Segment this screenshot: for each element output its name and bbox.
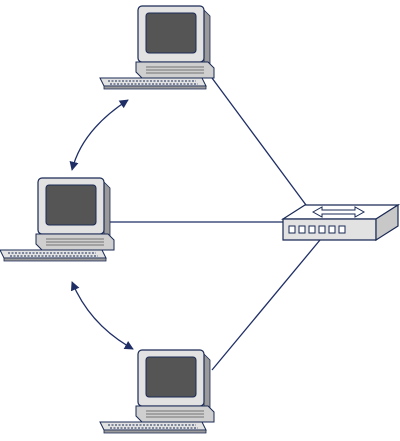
curved-arrow-top-middle xyxy=(69,99,129,171)
curved-arrow-middle-bottom xyxy=(70,281,134,350)
switch-ports xyxy=(288,225,346,234)
computer-middle-icon xyxy=(0,177,115,262)
switch-port xyxy=(298,225,306,234)
switch-port xyxy=(328,225,336,234)
switch-port xyxy=(288,225,296,234)
link-bottom-to-switch xyxy=(211,239,321,371)
switch-port xyxy=(308,225,316,234)
computer-bottom-icon xyxy=(99,349,215,434)
computer-top-icon xyxy=(99,5,215,90)
network-switch-icon xyxy=(280,203,400,242)
switch-port xyxy=(318,225,326,234)
switch-port xyxy=(338,225,346,234)
link-top-to-switch xyxy=(211,77,307,206)
switch-arrow-icon xyxy=(311,206,366,218)
